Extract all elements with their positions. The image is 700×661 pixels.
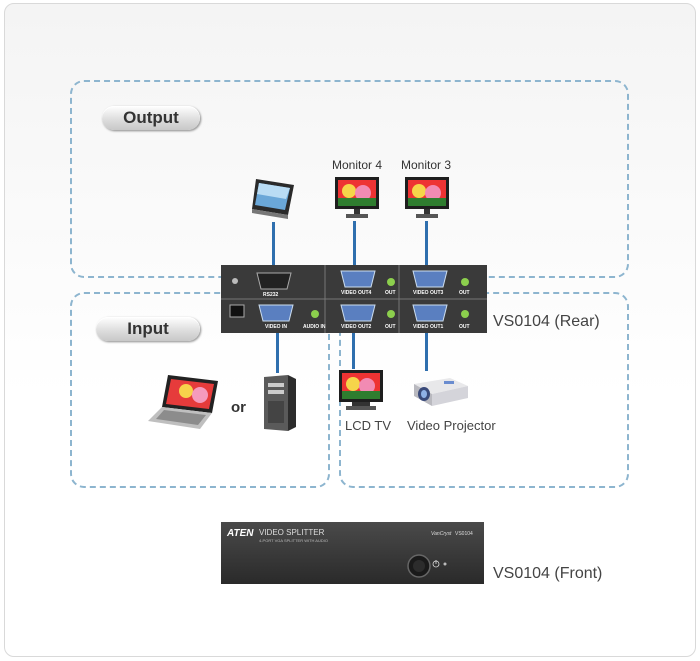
wire-monitor3: [425, 221, 428, 268]
product-subtitle: 4-PORT VGA SPLITTER WITH AUDIO: [259, 538, 328, 543]
lcd-tv-label: LCD TV: [345, 418, 391, 433]
power-led: [443, 562, 447, 566]
wire-rs232: [272, 222, 275, 268]
output-section-label: Output: [102, 106, 200, 130]
wire-projector: [425, 331, 428, 371]
video-out3-label: VIDEO OUT3: [413, 290, 444, 296]
power-icon: [432, 560, 440, 568]
brand-logo: ATEN: [226, 528, 254, 539]
input-section-label: Input: [96, 317, 200, 341]
wire-monitor4: [353, 221, 356, 268]
monitor-icon: [335, 177, 379, 218]
projector-icon: [414, 378, 468, 406]
pc-tower-icon: [264, 375, 296, 431]
monitor4-label: Monitor 4: [332, 158, 383, 172]
product-name: VIDEO SPLITTER: [259, 528, 325, 537]
or-text: or: [231, 399, 246, 416]
rs232-port-label: RS232: [263, 292, 279, 298]
video-out1-label: VIDEO OUT1: [413, 324, 444, 330]
out-label: OUT: [385, 324, 396, 330]
video-out4-label: VIDEO OUT4: [341, 290, 372, 296]
front-panel-caption: VS0104 (Front): [493, 565, 603, 582]
wire-lcd-tv: [352, 331, 355, 369]
video-in-label: VIDEO IN: [265, 324, 287, 330]
lcd-tv-icon: [339, 370, 383, 410]
out-label: OUT: [385, 290, 396, 296]
front-panel: ATEN VIDEO SPLITTER 4-PORT VGA SPLITTER …: [221, 522, 484, 584]
model-name: VS0104: [455, 531, 473, 537]
touch-panel-icon: [252, 179, 294, 219]
audio-in-label: AUDIO IN: [303, 324, 326, 330]
laptop-icon: [148, 375, 218, 429]
input-zone: [70, 292, 330, 488]
monitor-icon: [405, 177, 449, 218]
out-label: OUT: [459, 324, 470, 330]
rear-panel-caption: VS0104 (Rear): [493, 313, 600, 330]
monitor3-label: Monitor 3: [401, 158, 452, 172]
projector-label: Video Projector: [407, 418, 496, 433]
out-label: OUT: [459, 290, 470, 296]
video-out2-label: VIDEO OUT2: [341, 324, 372, 330]
rear-panel: RS232 VIDEO OUT4 VIDEO OUT3 VIDEO IN AUD…: [221, 265, 487, 333]
series-name: VanCryst: [431, 531, 452, 537]
wire-video-in: [276, 331, 279, 373]
